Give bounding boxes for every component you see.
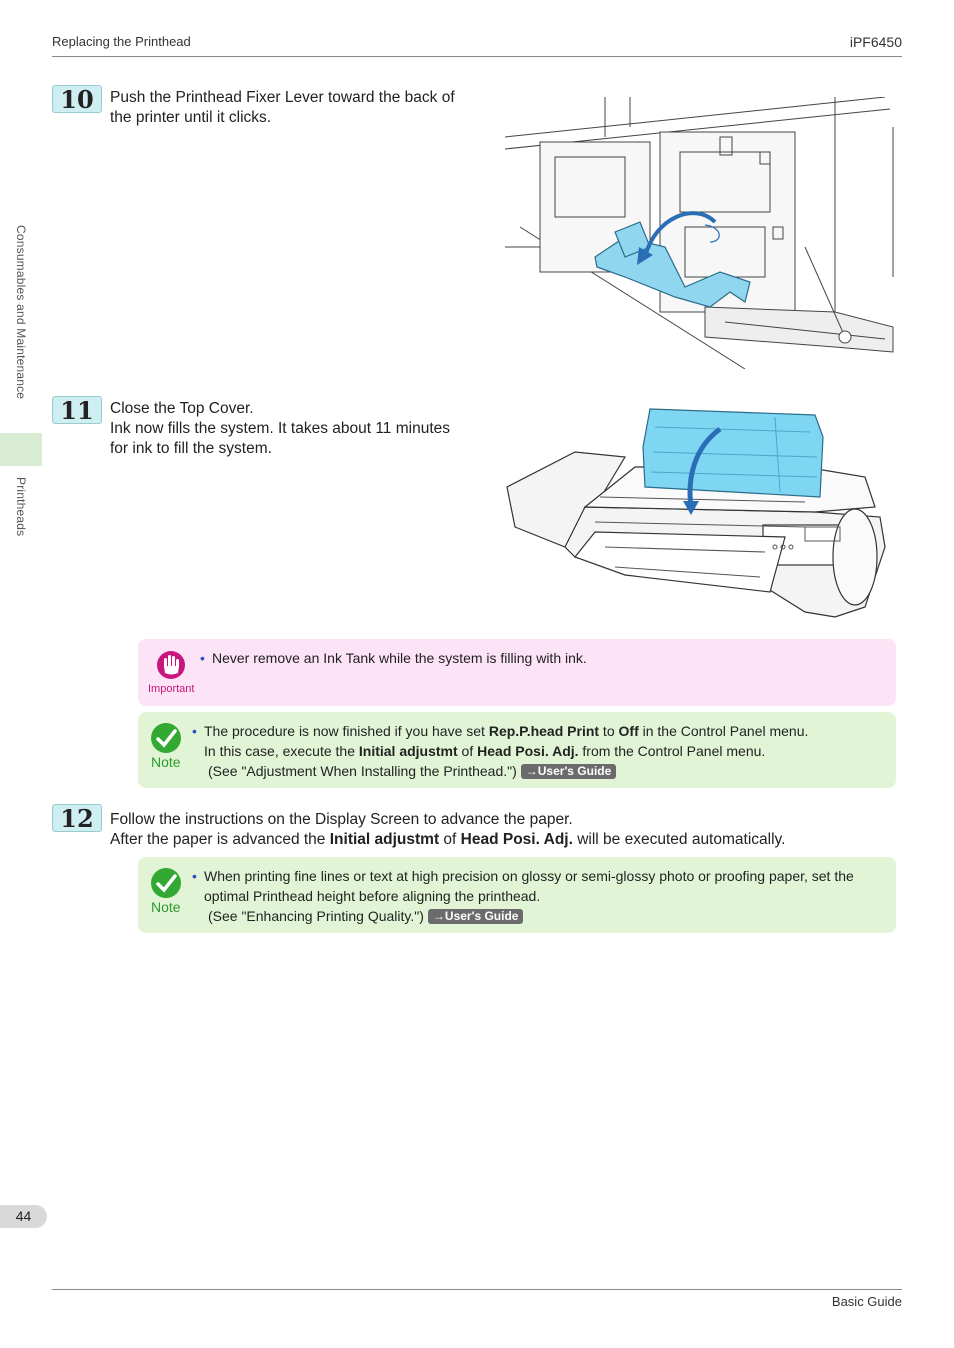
text-run: In this case, execute the: [204, 743, 359, 759]
reference-text: (See "Adjustment When Installing the Pri…: [208, 763, 517, 779]
text-run: from the Control Panel menu.: [578, 743, 766, 759]
step-12-line-2: After the paper is advanced the Initial …: [110, 830, 785, 850]
page-number: 44: [0, 1205, 47, 1228]
menu-term: Head Posi. Adj.: [460, 831, 573, 848]
header-section-title: Replacing the Printhead: [52, 34, 191, 49]
footer-guide-title: Basic Guide: [831, 1294, 902, 1309]
note-1-reference: (See "Adjustment When Installing the Pri…: [204, 761, 808, 781]
text-run: will be executed automatically.: [572, 831, 786, 848]
important-label: Important: [148, 683, 195, 695]
text-run: to: [599, 723, 619, 739]
important-text: • Never remove an Ink Tank while the sys…: [200, 648, 587, 668]
note-1-line-1: The procedure is now finished if you hav…: [204, 721, 808, 741]
menu-term: Head Posi. Adj.: [477, 743, 579, 759]
menu-term: Initial adjustmt: [358, 743, 458, 759]
note-2-line-2: optimal Printhead height before aligning…: [204, 888, 541, 904]
note-label: Note: [151, 754, 181, 770]
hand-stop-icon: [157, 651, 185, 679]
note-2-reference: (See "Enhancing Printing Quality.")→User…: [204, 906, 854, 926]
header-model: iPF6450: [849, 34, 902, 50]
sidebar-chapter: Consumables and Maintenance: [14, 225, 28, 400]
note-1-text: • The procedure is now finished if you h…: [192, 721, 808, 781]
note-callout-2: Note • When printing fine lines or text …: [138, 857, 896, 933]
step-11-text: Close the Top Cover. Ink now fills the s…: [110, 399, 450, 459]
note-check-icon: [151, 868, 181, 898]
sidebar-section: Printheads: [14, 477, 28, 537]
important-callout: Important • Never remove an Ink Tank whi…: [138, 639, 896, 706]
sidebar-tab-marker: [0, 433, 42, 466]
step-12-text: Follow the instructions on the Display S…: [110, 810, 785, 850]
step-11-line: for ink to fill the system.: [110, 440, 272, 457]
menu-term: Initial adjustmt: [329, 831, 440, 848]
reference-text: (See "Enhancing Printing Quality."): [208, 908, 424, 924]
step-number-10: 10: [52, 85, 102, 113]
step-10-line: Push the Printhead Fixer Lever toward th…: [110, 89, 455, 106]
users-guide-link[interactable]: →User's Guide: [427, 909, 524, 924]
bullet: •: [200, 650, 205, 666]
step-10-line: the printer until it clicks.: [110, 109, 272, 126]
bullet: •: [192, 868, 197, 884]
menu-term: Off: [618, 723, 639, 739]
step-number-12: 12: [52, 804, 102, 832]
menu-term: Rep.P.head Print: [488, 723, 600, 739]
step-11-line: Ink now fills the system. It takes about…: [110, 420, 451, 437]
step-12-line-1: Follow the instructions on the Display S…: [110, 811, 573, 828]
note-check-icon: [151, 723, 181, 753]
header-divider: [52, 56, 902, 57]
text-run: of: [439, 831, 461, 848]
text-run: The procedure is now finished if you hav…: [204, 723, 489, 739]
text-run: of: [457, 743, 478, 759]
note-2-line-1: When printing fine lines or text at high…: [204, 868, 854, 884]
important-message: Never remove an Ink Tank while the syste…: [212, 650, 587, 666]
step-10-text: Push the Printhead Fixer Lever toward th…: [110, 88, 455, 128]
users-guide-link[interactable]: →User's Guide: [520, 764, 617, 779]
note-1-line-2: In this case, execute the Initial adjust…: [204, 741, 808, 761]
step-11-line: Close the Top Cover.: [110, 400, 254, 417]
close-top-cover-illustration: [506, 408, 886, 618]
note-2-text: • When printing fine lines or text at hi…: [192, 866, 854, 926]
printhead-fixer-lever-illustration: [505, 97, 894, 369]
note-callout-1: Note • The procedure is now finished if …: [138, 712, 896, 788]
note-label: Note: [151, 899, 181, 915]
footer-divider: [52, 1289, 902, 1290]
bullet: •: [192, 723, 197, 739]
text-run: After the paper is advanced the: [110, 831, 330, 848]
text-run: in the Control Panel menu.: [638, 723, 809, 739]
step-number-11: 11: [52, 396, 102, 424]
